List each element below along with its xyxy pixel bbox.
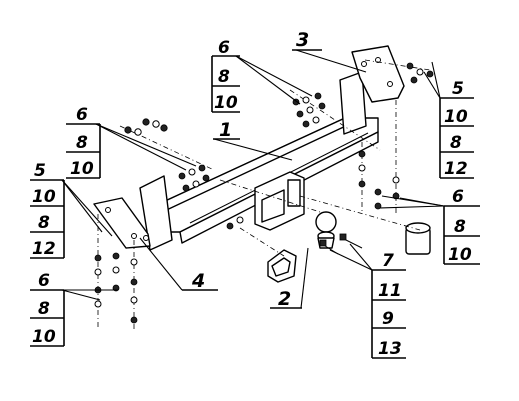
stack-top-right-header: 5 [452, 79, 464, 99]
center-receiver [254, 171, 305, 231]
stack-top-right-row-2: 8 [450, 133, 462, 153]
stack-left-middle-row-3: 12 [32, 239, 56, 259]
stack-bottom-right-row-2: 9 [382, 309, 394, 329]
fasteners-left-columns [94, 252, 138, 324]
stack-left-middle-row-2: 8 [38, 213, 50, 233]
part-label-2: 2 [278, 288, 291, 310]
stack-left-lower-row-1: 8 [38, 299, 50, 319]
callout-stack-right-middle: 6 8 10 [379, 187, 480, 265]
part-label-1: 1 [219, 119, 232, 141]
fasteners-left-upper [124, 118, 210, 192]
left-side-bracket [93, 175, 173, 251]
part-label-4: 4 [191, 270, 205, 292]
stack-left-lower-header: 6 [38, 271, 50, 291]
part-label-3: 3 [296, 29, 309, 51]
stack-bottom-right-header: 7 [382, 251, 394, 271]
callout-stack-top-right: 5 10 8 12 [423, 61, 474, 179]
stack-left-middle-row-1: 10 [32, 187, 56, 207]
stack-right-middle-row-1: 8 [454, 217, 466, 237]
callout-stack-top-center: 6 8 10 [211, 38, 313, 113]
callout-stack-bottom-right: 7 11 9 13 [329, 243, 406, 359]
fasteners-top-center [292, 92, 326, 128]
stack-top-center-header: 6 [218, 38, 230, 58]
ball-cap [405, 222, 431, 255]
fasteners-center-vertical [226, 150, 400, 230]
callout-stack-left-lower: 6 8 10 [30, 271, 118, 347]
fasteners-top-right [406, 62, 434, 84]
stack-bottom-right-row-3: 13 [378, 339, 402, 359]
stack-top-center-row-1: 8 [218, 67, 230, 87]
stack-left-upper-header: 6 [76, 105, 88, 125]
stack-top-center-row-2: 10 [214, 93, 238, 113]
stack-right-middle-row-2: 10 [448, 245, 472, 265]
part-labels: 1 3 2 4 [191, 29, 309, 310]
stack-left-middle-header: 5 [34, 161, 46, 181]
stack-top-right-row-3: 12 [444, 159, 468, 179]
electrical-socket [267, 249, 297, 283]
stack-bottom-right-row-1: 11 [378, 281, 402, 301]
stack-left-upper-row-1: 8 [76, 133, 88, 153]
stack-top-right-row-1: 10 [444, 107, 468, 127]
callout-stack-left-middle: 5 10 8 12 [30, 161, 113, 259]
stack-right-middle-header: 6 [452, 187, 464, 207]
callout-stack-left-upper: 6 8 10 [66, 105, 197, 179]
part-leaders [139, 49, 367, 309]
stack-left-lower-row-2: 10 [32, 327, 56, 347]
stack-left-upper-row-2: 10 [70, 159, 94, 179]
